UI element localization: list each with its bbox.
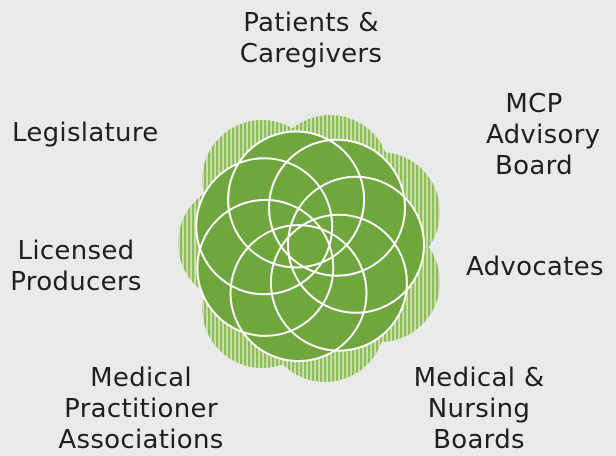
label-line: Patients & bbox=[243, 8, 379, 38]
label-mcp-advisory-board: MCP Advisory Board bbox=[486, 89, 601, 182]
label-line: Caregivers bbox=[239, 39, 383, 69]
petal-7 bbox=[196, 158, 333, 295]
label-medical-practitioner-associations: Medical Practitioner Associations bbox=[52, 363, 230, 456]
petal-outline-2 bbox=[268, 138, 406, 277]
label-line: MCP bbox=[505, 89, 563, 119]
petal-outline-4 bbox=[269, 213, 408, 352]
label-line: Nursing bbox=[427, 394, 531, 424]
petal-outline-3 bbox=[287, 175, 425, 314]
label-line: Medical bbox=[90, 363, 192, 393]
petal-outline-1 bbox=[227, 130, 366, 269]
petal-outline-6 bbox=[196, 198, 335, 337]
label-line: Legislature bbox=[12, 118, 159, 148]
label-line: Board bbox=[495, 151, 573, 181]
label-line: Practitioner bbox=[64, 394, 218, 424]
label-legislature: Legislature bbox=[12, 118, 202, 149]
label-medical-nursing-boards: Medical & Nursing Boards bbox=[406, 363, 552, 456]
label-line: Advocates bbox=[466, 252, 604, 282]
petal-outline-group bbox=[195, 130, 425, 363]
label-advocates: Advocates bbox=[466, 252, 614, 283]
label-line: Licensed bbox=[17, 236, 135, 266]
label-line: Medical & bbox=[413, 363, 545, 393]
label-line: Boards bbox=[433, 425, 525, 455]
label-licensed-producers: Licensed Producers bbox=[6, 236, 146, 298]
label-line: Associations bbox=[58, 425, 224, 455]
petal-outline-7 bbox=[195, 157, 334, 296]
petal-outline-5 bbox=[229, 224, 368, 363]
label-patients-caregivers: Patients & Caregivers bbox=[236, 8, 386, 70]
label-line: Advisory bbox=[486, 120, 601, 150]
label-line: Producers bbox=[10, 267, 142, 297]
